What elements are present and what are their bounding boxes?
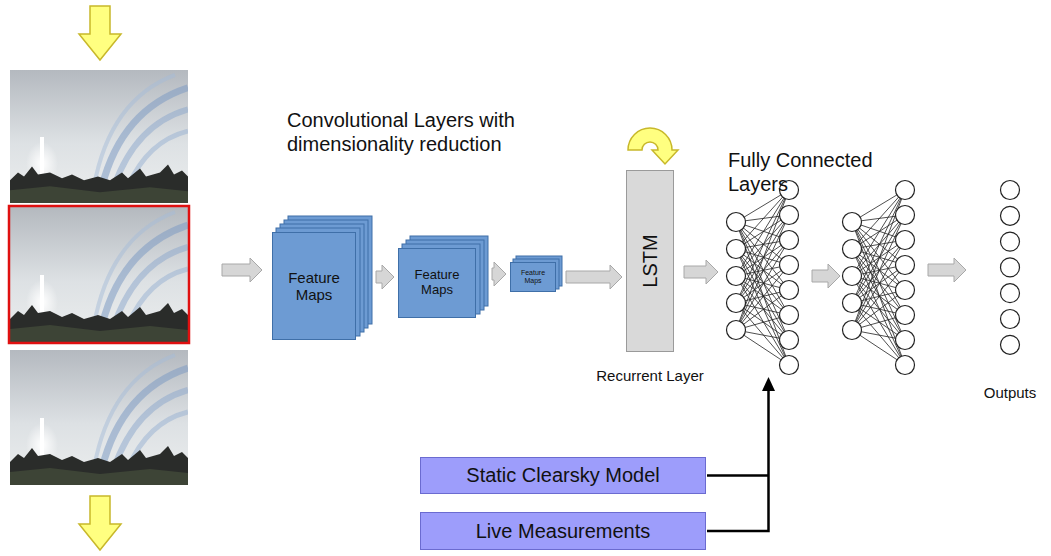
neuron — [780, 256, 799, 275]
neuron — [780, 231, 799, 250]
neuron — [843, 294, 862, 313]
layer-caption: Recurrent Layer — [596, 367, 704, 384]
sky-image — [10, 207, 188, 342]
input-arrowhead — [762, 377, 775, 391]
input-box: Live Measurements — [420, 512, 706, 550]
box-label: Feature Maps — [407, 268, 467, 298]
neuron — [896, 206, 915, 225]
flow-arrow — [812, 264, 840, 288]
feature-map: Feature Maps — [272, 232, 356, 340]
input-box: Static Clearsky Model — [420, 457, 706, 494]
neuron — [1001, 310, 1020, 329]
neuron — [896, 306, 915, 325]
neuron — [780, 306, 799, 325]
flow-arrow — [492, 262, 506, 286]
layer-caption: Fully Connected Layers — [728, 148, 900, 196]
flow-arrow — [684, 260, 718, 284]
neuron — [896, 181, 915, 200]
sky-image — [10, 70, 188, 203]
neuron — [727, 213, 746, 232]
input-wire — [707, 474, 769, 477]
neuron — [896, 231, 915, 250]
neuron — [843, 240, 862, 259]
neuron — [1001, 258, 1020, 277]
neuron — [896, 331, 915, 350]
frame-arrow — [79, 496, 121, 550]
neuron — [843, 267, 862, 286]
neural-network — [727, 181, 1020, 375]
neuron — [896, 356, 915, 375]
flow-arrow — [376, 265, 394, 289]
box-label: Feature Maps — [515, 269, 551, 285]
neuron — [727, 294, 746, 313]
output-caption: Outputs — [970, 384, 1050, 402]
neuron — [780, 206, 799, 225]
neuron — [1001, 181, 1020, 200]
box-label: Live Measurements — [476, 520, 651, 543]
neuron — [780, 356, 799, 375]
flow-arrow — [222, 258, 262, 282]
recurrence-arrow — [628, 128, 678, 164]
box-label: Static Clearsky Model — [466, 464, 659, 487]
layer-name: LSTM — [639, 234, 662, 287]
neuron — [843, 213, 862, 232]
neuron — [896, 256, 915, 275]
box-label: Feature Maps — [279, 269, 349, 304]
sky-image — [10, 350, 188, 485]
frame-arrow — [79, 6, 121, 60]
neuron — [780, 331, 799, 350]
neuron — [727, 321, 746, 340]
neuron — [1001, 284, 1020, 303]
neuron — [843, 321, 862, 340]
input-wire — [707, 390, 769, 531]
feature-map: Feature Maps — [510, 262, 556, 292]
neuron — [896, 281, 915, 300]
neuron — [727, 240, 746, 259]
current-frame-border — [9, 206, 189, 343]
feature-map: Feature Maps — [398, 248, 476, 318]
neuron — [780, 281, 799, 300]
neuron — [1001, 232, 1020, 251]
neuron — [1001, 206, 1020, 225]
neuron — [1001, 335, 1020, 354]
flow-arrow — [566, 265, 622, 289]
layer-caption: Convolutional Layers with dimensionality… — [287, 108, 515, 156]
flow-arrow — [928, 258, 966, 282]
lstm-layer: LSTMRecurrent Layer — [626, 170, 674, 352]
neuron — [727, 267, 746, 286]
